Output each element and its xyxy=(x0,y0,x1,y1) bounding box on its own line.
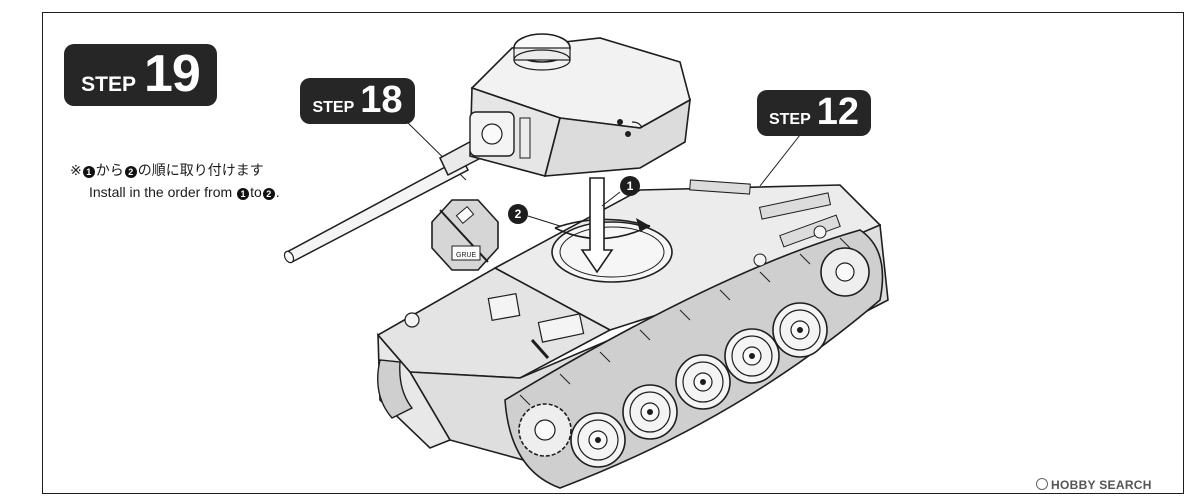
step-number: 18 xyxy=(360,79,403,121)
down-arrow xyxy=(580,177,614,274)
watermark-text: HOBBY SEARCH xyxy=(1051,478,1152,492)
order-marker-2-inline: 2 xyxy=(262,188,275,200)
marker-1-leader xyxy=(601,191,621,207)
step-number: 19 xyxy=(144,45,201,103)
diagram-frame xyxy=(42,12,1184,494)
order-marker-2 xyxy=(508,204,528,224)
instruction-en-prefix: Install in the order from xyxy=(89,184,237,200)
tank-hull xyxy=(376,179,889,489)
order-marker-1-label: 1 xyxy=(627,179,634,193)
step-word: STEP xyxy=(312,99,355,116)
watermark-logo-icon xyxy=(1036,478,1048,490)
order-marker-1-inline: 1 xyxy=(82,166,95,178)
step-word: STEP xyxy=(768,111,811,128)
glue-icon xyxy=(431,199,499,271)
instruction-jp-suffix: の順に取り付けます xyxy=(137,162,264,178)
instruction-en-suffix: . xyxy=(275,184,280,200)
step-badge-hull-ref: STEP 12 xyxy=(757,90,871,136)
order-marker-2-label: 2 xyxy=(515,207,522,221)
step-badge-main: STEP 19 xyxy=(64,44,217,106)
order-marker-1-inline: 1 xyxy=(237,188,250,200)
step-badge-turret-ref: STEP 18 xyxy=(300,78,415,124)
glue-icon-label: GRUE xyxy=(456,252,477,259)
note-mark: ※ xyxy=(70,162,82,178)
marker-2-leader xyxy=(527,215,561,227)
order-marker-2-inline: 2 xyxy=(124,166,137,178)
step-word: STEP xyxy=(81,73,136,96)
step-number: 12 xyxy=(816,91,860,133)
tank-turret xyxy=(469,33,691,177)
order-marker-1 xyxy=(620,176,640,196)
instruction-jp-mid: から xyxy=(95,162,124,178)
instruction-en-mid: to xyxy=(250,184,262,200)
leader-line-step12 xyxy=(759,134,801,187)
watermark: HOBBY SEARCH xyxy=(1036,478,1152,492)
